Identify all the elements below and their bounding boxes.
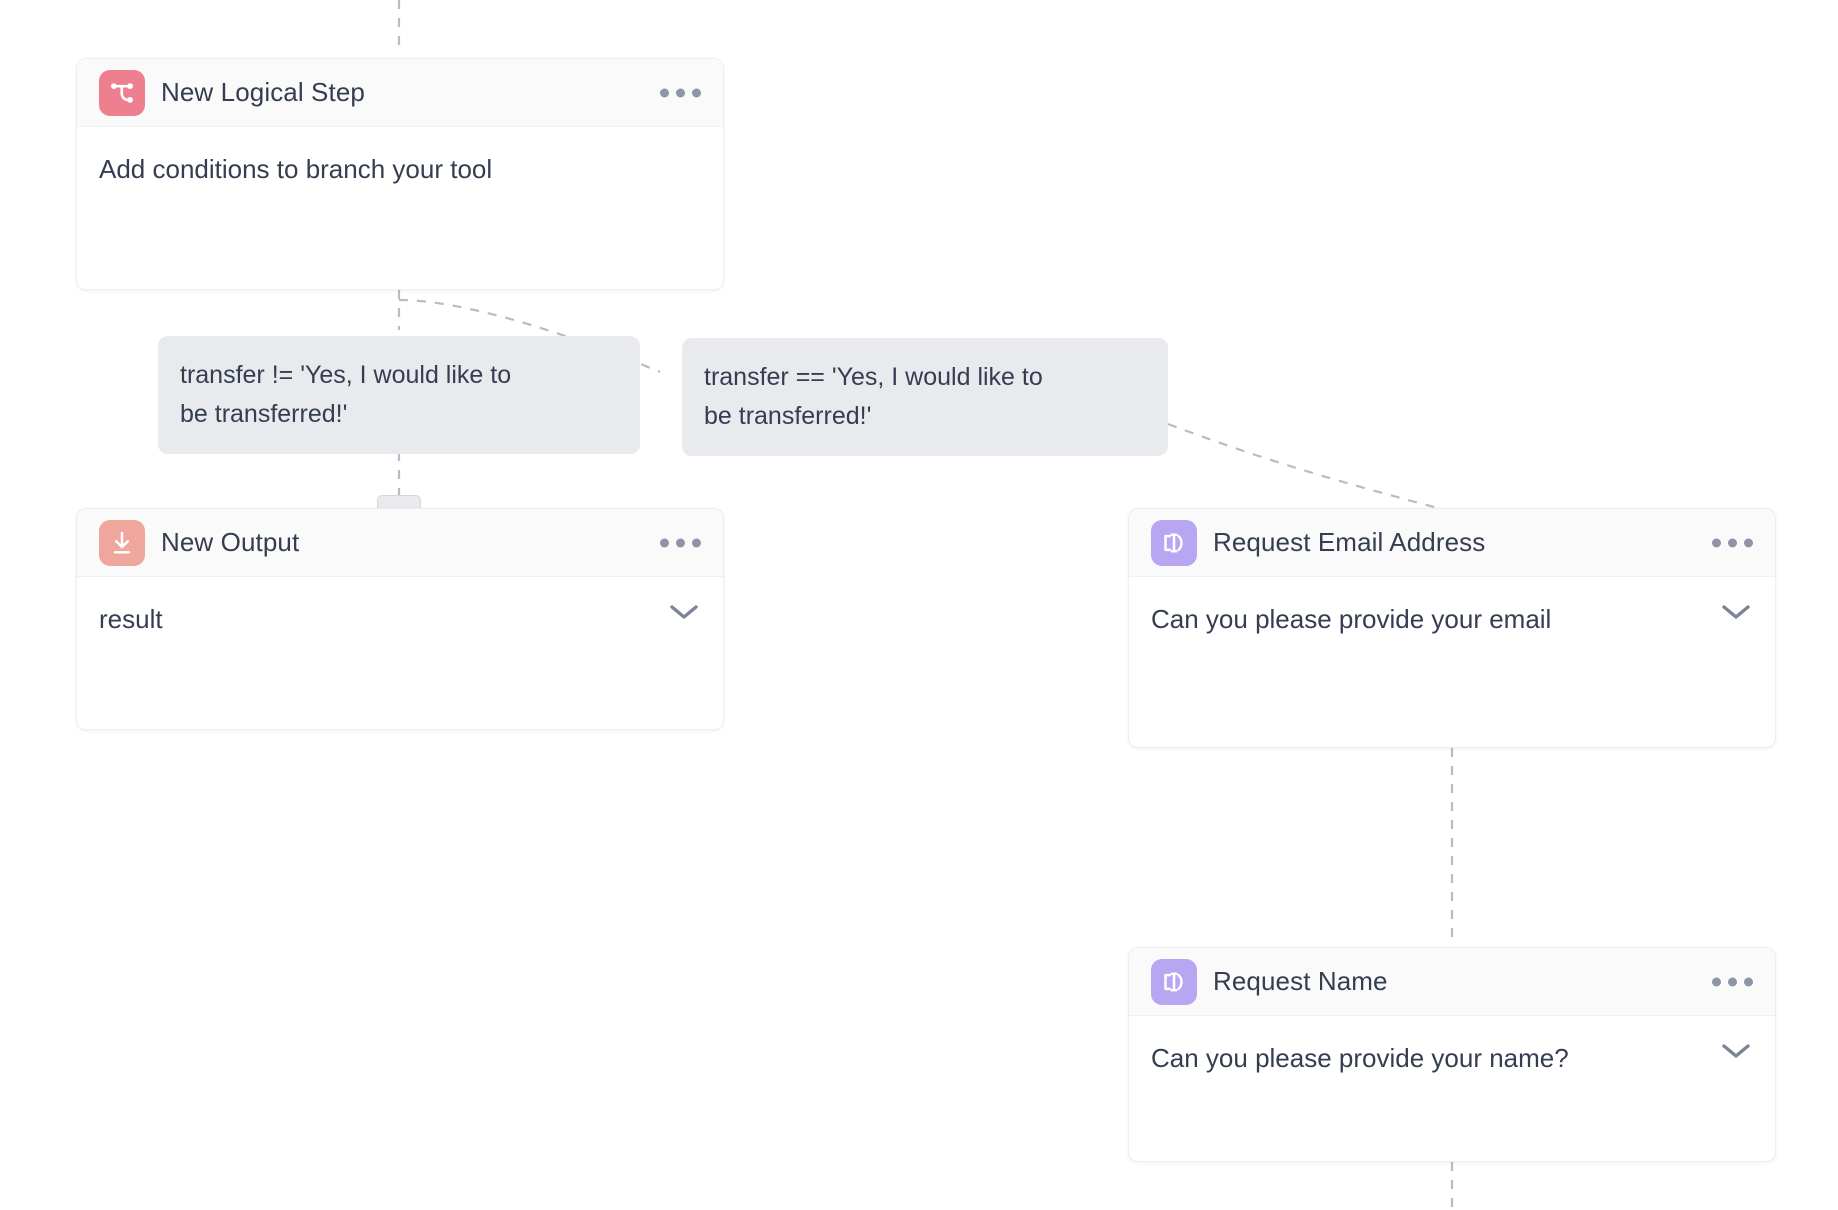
- node-header[interactable]: Request Name: [1129, 948, 1775, 1016]
- condition-line-2: be transferred!': [704, 401, 872, 430]
- node-body: Can you please provide your name?: [1129, 1016, 1775, 1076]
- branch-fork-icon: [99, 69, 145, 116]
- node-header[interactable]: Request Email Address: [1129, 509, 1775, 577]
- edge-true-to-request-email: [1167, 422, 1453, 514]
- node-new-logical-step[interactable]: New Logical Step Add conditions to branc…: [76, 58, 724, 290]
- text-input-cursor-icon: [1151, 519, 1197, 566]
- node-title: New Output: [161, 527, 300, 557]
- node-body: Add conditions to branch your tool: [77, 127, 723, 187]
- node-body: Can you please provide your email: [1129, 577, 1775, 637]
- node-title: Request Email Address: [1213, 527, 1486, 557]
- chevron-down-icon[interactable]: [1719, 1040, 1753, 1062]
- condition-line-2: be transferred!': [180, 399, 348, 428]
- condition-line-1: transfer == 'Yes, I would like to: [704, 363, 1043, 391]
- more-options-icon[interactable]: [1710, 532, 1755, 553]
- node-body-text: Can you please provide your name?: [1151, 1043, 1569, 1073]
- node-request-email-address[interactable]: Request Email Address Can you please pro…: [1128, 508, 1776, 748]
- node-body: result: [77, 577, 723, 637]
- node-title: Request Name: [1213, 966, 1388, 996]
- condition-true-branch[interactable]: transfer == 'Yes, I would like to be tra…: [682, 338, 1168, 456]
- node-header[interactable]: New Output: [77, 509, 723, 577]
- condition-line-1: transfer != 'Yes, I would like to: [180, 361, 512, 389]
- more-options-icon[interactable]: [658, 82, 703, 103]
- chevron-down-icon[interactable]: [667, 601, 701, 623]
- download-arrow-icon: [99, 519, 145, 566]
- more-options-icon[interactable]: [658, 532, 703, 553]
- node-new-output[interactable]: New Output result: [76, 508, 724, 730]
- node-request-name[interactable]: Request Name Can you please provide your…: [1128, 947, 1776, 1162]
- node-header[interactable]: New Logical Step: [77, 59, 723, 127]
- node-body-text: result: [99, 604, 163, 634]
- node-body-text: Add conditions to branch your tool: [99, 154, 493, 184]
- chevron-down-icon[interactable]: [1719, 601, 1753, 623]
- node-body-text: Can you please provide your email: [1151, 604, 1552, 634]
- text-input-cursor-icon: [1151, 958, 1197, 1005]
- more-options-icon[interactable]: [1710, 971, 1755, 992]
- condition-false-branch[interactable]: transfer != 'Yes, I would like to be tra…: [158, 336, 640, 454]
- node-title: New Logical Step: [161, 77, 365, 107]
